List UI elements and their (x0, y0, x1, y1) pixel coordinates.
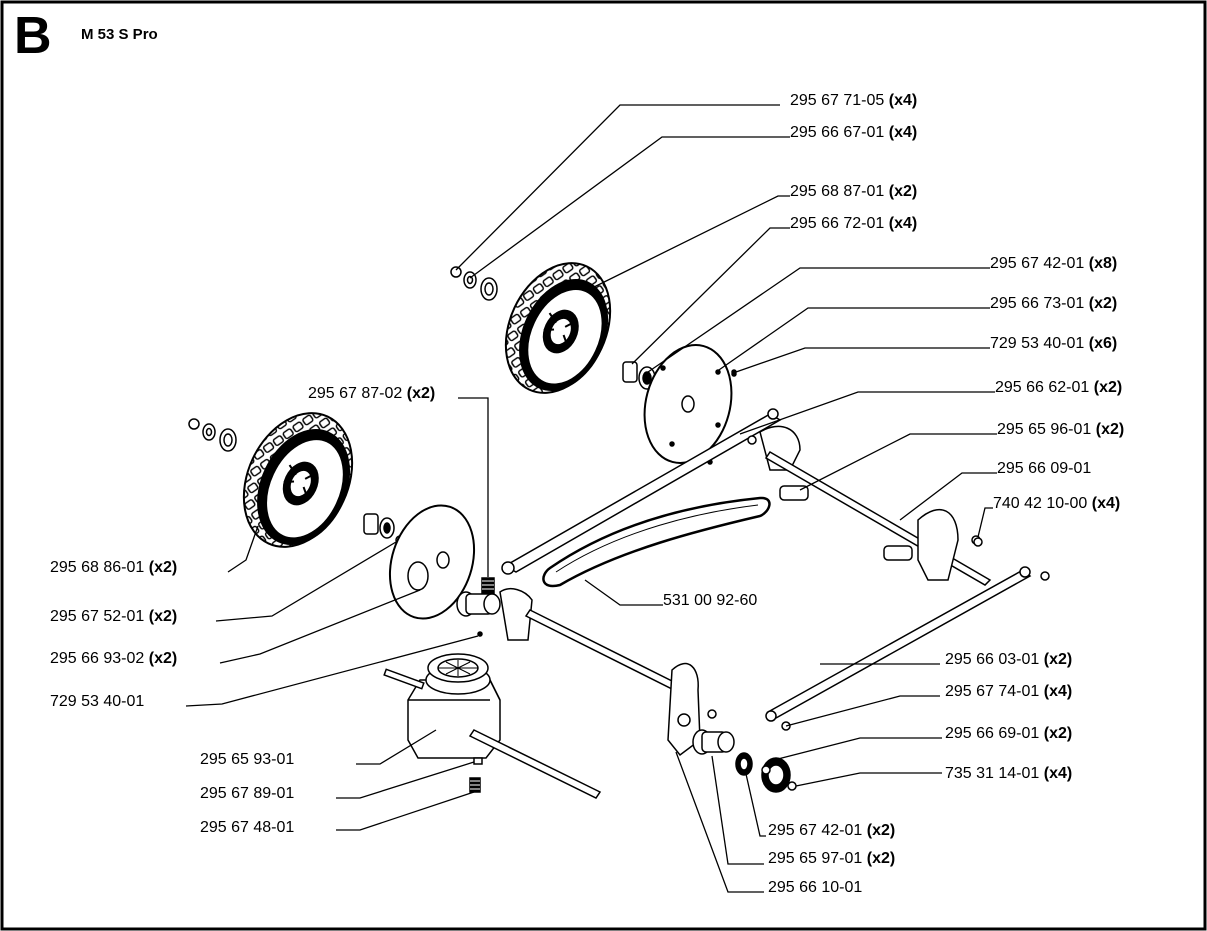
leader-c20 (773, 737, 942, 761)
leader-c14 (215, 541, 397, 622)
leader-c9 (458, 397, 489, 577)
gearbox-key (469, 757, 483, 793)
callout-c23: 295 67 89-01 (200, 785, 294, 802)
callout-c1: 295 67 71-05 (x4) (790, 92, 917, 109)
callout-c11: 295 66 09-01 (997, 460, 1091, 477)
leader-c10 (799, 433, 997, 491)
pinion-and-gear (692, 729, 797, 793)
front-hubcap-assembly (363, 504, 476, 620)
leader-c15 (584, 579, 663, 606)
callout-c19: 295 67 74-01 (x4) (945, 683, 1072, 700)
washer-740-42-10-00 (973, 537, 983, 547)
callout-c21: 295 65 93-01 (200, 751, 294, 768)
callout-c8: 295 66 62-01 (x2) (995, 379, 1122, 396)
leader-c24 (336, 791, 475, 831)
callout-c24: 295 67 48-01 (200, 819, 294, 836)
leader-c1 (455, 104, 780, 271)
callout-c12: 740 42 10-00 (x4) (993, 495, 1120, 512)
handle-rod-lower (765, 566, 1050, 731)
callout-c6: 295 66 73-01 (x2) (990, 295, 1117, 312)
leader-c16 (219, 589, 421, 664)
callout-c16: 295 66 93-02 (x2) (50, 650, 177, 667)
section-letter: B (14, 7, 52, 65)
leader-c8 (739, 391, 995, 435)
callout-labels: 295 67 71-05 (x4) 295 66 67-01 (x4) 295 … (50, 92, 1124, 896)
leader-c3 (587, 195, 790, 291)
rear-axle (747, 425, 992, 586)
drive-spring (481, 577, 495, 595)
leader-c26 (711, 755, 764, 865)
leader-c6 (715, 307, 990, 373)
callout-c15: 531 00 92-60 (663, 592, 757, 609)
callout-c3: 295 68 87-01 (x2) (790, 183, 917, 200)
callout-c18: 729 53 40-01 (50, 693, 144, 710)
leader-c21 (356, 729, 437, 765)
callout-c22: 735 31 14-01 (x4) (945, 765, 1072, 782)
front-wheel-nut-washer-bearing (188, 418, 237, 452)
leader-c25 (745, 773, 766, 837)
leader-c2 (469, 136, 790, 279)
rear-wheel (504, 262, 612, 394)
model-title: M 53 S Pro (81, 26, 158, 43)
callout-c7: 729 53 40-01 (x6) (990, 335, 1117, 352)
leader-c7 (735, 347, 990, 373)
clip-729-53-40-01 (731, 371, 737, 377)
rear-hubcap-assembly (622, 344, 737, 465)
callout-c5: 295 67 42-01 (x8) (990, 255, 1117, 272)
callout-c10: 295 65 96-01 (x2) (997, 421, 1124, 438)
callout-c9: 295 67 87-02 (x2) (308, 385, 435, 402)
leader-c27 (675, 751, 764, 893)
pinion-bushing (456, 591, 501, 617)
leader-c4 (631, 227, 790, 365)
drive-belt (542, 496, 771, 588)
callout-c4: 295 66 72-01 (x4) (790, 215, 917, 232)
callout-c14: 295 67 52-01 (x2) (50, 608, 177, 625)
leader-c18 (185, 635, 479, 707)
front-wheel (242, 412, 354, 548)
leader-c11 (899, 472, 997, 521)
rear-wheel-nut-washer-bearing (450, 266, 498, 301)
leader-c13 (227, 525, 259, 573)
callout-c25: 295 67 42-01 (x2) (768, 822, 895, 839)
callout-c2: 295 66 67-01 (x4) (790, 124, 917, 141)
leader-c5 (647, 267, 990, 373)
callout-c13: 295 68 86-01 (x2) (50, 559, 177, 576)
callout-c26: 295 65 97-01 (x2) (768, 850, 895, 867)
front-axle (499, 588, 717, 757)
gearbox (383, 631, 602, 799)
callout-c27: 295 66 10-01 (768, 879, 862, 896)
callout-c17: 295 66 03-01 (x2) (945, 651, 1072, 668)
leader-c23 (336, 761, 475, 799)
leader-c12 (977, 507, 993, 538)
parts-drawing (188, 262, 1050, 799)
callout-c20: 295 66 69-01 (x2) (945, 725, 1072, 742)
leader-c22 (795, 772, 942, 787)
leader-c19 (785, 695, 940, 727)
leader-lines (185, 104, 997, 893)
